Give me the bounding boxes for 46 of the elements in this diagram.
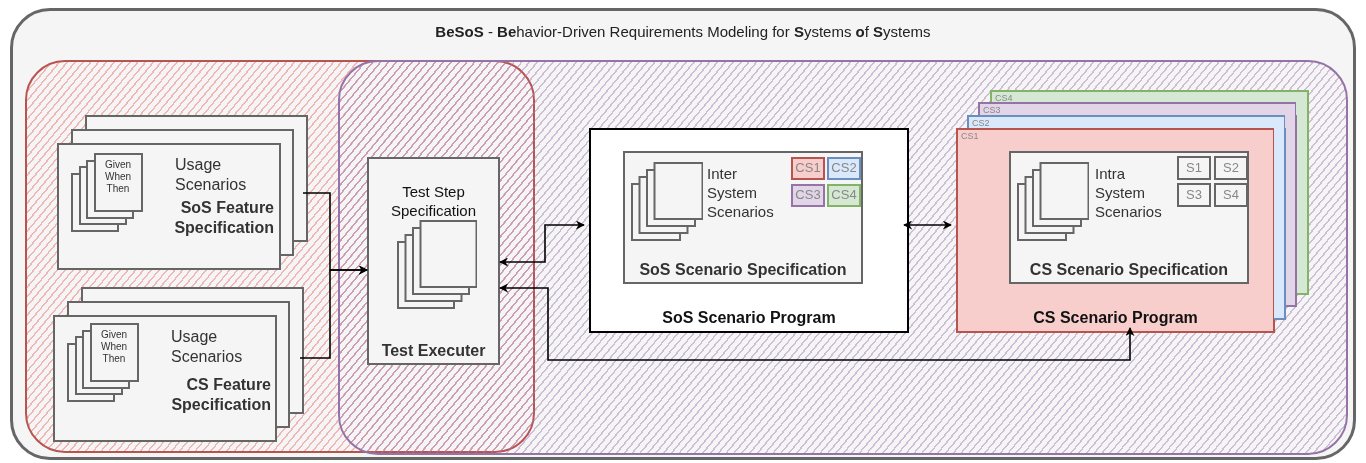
hatched-region xyxy=(338,60,1348,455)
outer-container xyxy=(10,8,1356,460)
arrow xyxy=(903,220,952,230)
container-title: BeSoS - Behavior-Driven Requirements Modeling for Systems of Systems xyxy=(434,23,932,42)
box-title: Test Executer xyxy=(380,341,487,361)
scenario-tag xyxy=(1177,183,1211,207)
specification-box xyxy=(1009,151,1249,284)
page-label: CS4 xyxy=(995,93,1013,105)
tag-text: CS4 xyxy=(830,186,858,205)
test-executer-box xyxy=(367,157,500,365)
box-title: SoS Scenario Specification xyxy=(638,260,848,280)
system-page xyxy=(978,102,1297,116)
feature-document-stack xyxy=(53,287,305,441)
specification-box xyxy=(623,151,863,284)
system-page xyxy=(967,115,1286,129)
box-title: CS Scenario Specification xyxy=(1028,260,1230,280)
text-label: Test Step Specification xyxy=(389,183,478,221)
tag-text: S4 xyxy=(1222,185,1240,204)
tag-text: S2 xyxy=(1222,158,1240,177)
box-title: CS Scenario Program xyxy=(1032,308,1199,328)
box-title: SoS Scenario Program xyxy=(661,308,837,328)
scenario-document-stack xyxy=(67,323,138,402)
text-label: Usage Scenarios xyxy=(171,327,244,367)
feature-document-stack xyxy=(57,115,308,270)
page-label: CS1 xyxy=(961,131,979,143)
text-label: Given When Then xyxy=(103,159,133,195)
page-label: CS3 xyxy=(983,105,1001,117)
tag-text: CS2 xyxy=(830,159,858,178)
tag-text: S1 xyxy=(1185,158,1203,177)
tag-text: S3 xyxy=(1185,185,1203,204)
box-title: CS Feature Specification xyxy=(170,375,271,415)
scenario-tag xyxy=(1214,156,1248,180)
box-title: SoS Feature Specification xyxy=(173,198,274,238)
program-box xyxy=(589,128,909,333)
text-label: Usage Scenarios xyxy=(175,155,248,195)
tag-text: CS1 xyxy=(794,159,822,178)
tag-text: CS3 xyxy=(794,186,822,205)
system-page xyxy=(956,128,1275,333)
page-label: CS2 xyxy=(972,118,990,130)
arrow xyxy=(499,283,1135,361)
scenario-tag xyxy=(1214,183,1248,207)
scenario-document-stack xyxy=(71,153,142,232)
scenario-tag xyxy=(1177,156,1211,180)
arrow xyxy=(299,265,368,359)
arrow xyxy=(499,220,585,267)
text-label: Given When Then xyxy=(99,329,129,365)
